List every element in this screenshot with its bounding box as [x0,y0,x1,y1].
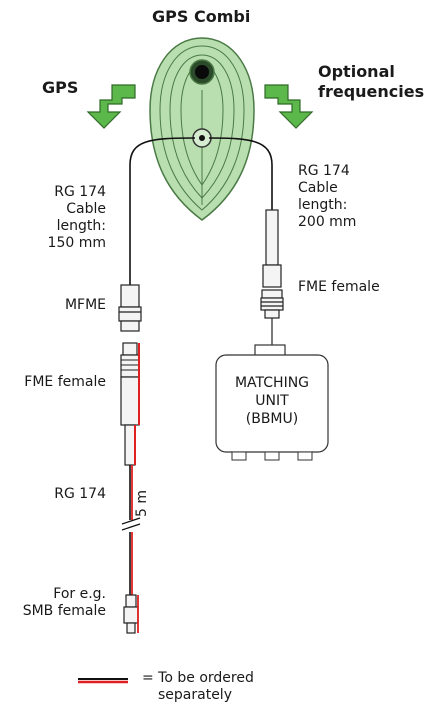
diagram-title: GPS Combi [152,7,251,26]
legend-swatch [78,678,128,684]
legend-text: = To be ordered separately [142,670,254,703]
frequencies-arrow-icon [264,84,314,129]
matching-unit-box [215,344,329,461]
gps-arrow-label: GPS [42,78,79,97]
extension-cable-assembly [120,342,141,634]
mfme-label: MFME [64,297,106,313]
left-cable [129,137,196,285]
mfme-connector [118,284,142,332]
smb-female-label: For e.g. SMB female [22,586,106,619]
rg174-label: RG 174 [54,486,106,502]
length-5m-label: 5 m [134,490,150,517]
optional-frequencies-label: Optional frequencies [318,62,425,101]
matching-unit-label: MATCHING UNIT (BBMU) [234,375,310,427]
left-fme-female-label: FME female [24,374,106,390]
gps-combi-antenna [149,37,255,221]
gps-arrow-icon [86,84,136,129]
right-fme-connector [260,209,284,345]
right-cable [208,137,273,210]
right-cable-spec: RG 174 Cable length: 200 mm [298,163,357,230]
right-fme-female-label: FME female [298,279,380,295]
left-cable-spec: RG 174 Cable length: 150 mm [47,184,106,251]
